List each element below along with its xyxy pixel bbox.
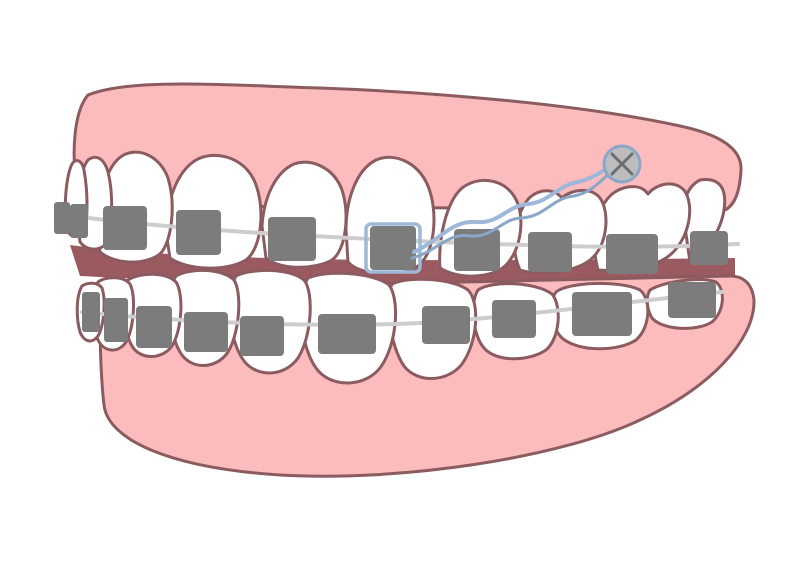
mini-screw-cross bbox=[610, 152, 634, 176]
bracket bbox=[70, 204, 88, 238]
bracket bbox=[690, 231, 728, 265]
bracket bbox=[104, 298, 128, 342]
bracket bbox=[528, 232, 572, 272]
ligature-strand bbox=[410, 166, 618, 260]
bracket bbox=[103, 206, 147, 250]
bracket bbox=[572, 292, 632, 336]
bracket bbox=[176, 210, 221, 255]
mini-screw-icon bbox=[602, 144, 642, 184]
bracket bbox=[492, 300, 536, 338]
bracket bbox=[240, 316, 284, 356]
bracket bbox=[54, 202, 70, 234]
bracket bbox=[184, 312, 228, 352]
bracket bbox=[318, 314, 376, 354]
bracket bbox=[370, 226, 416, 270]
bracket bbox=[82, 292, 100, 332]
bracket bbox=[268, 217, 316, 261]
lower-brackets bbox=[82, 282, 716, 356]
ligature-wire bbox=[364, 162, 620, 274]
bracket bbox=[454, 229, 500, 271]
bracket bbox=[422, 306, 470, 344]
bracket bbox=[136, 306, 172, 348]
bracket bbox=[606, 234, 658, 274]
bracket bbox=[668, 282, 716, 318]
upper-brackets bbox=[54, 202, 728, 274]
ligature-strand bbox=[412, 162, 620, 254]
